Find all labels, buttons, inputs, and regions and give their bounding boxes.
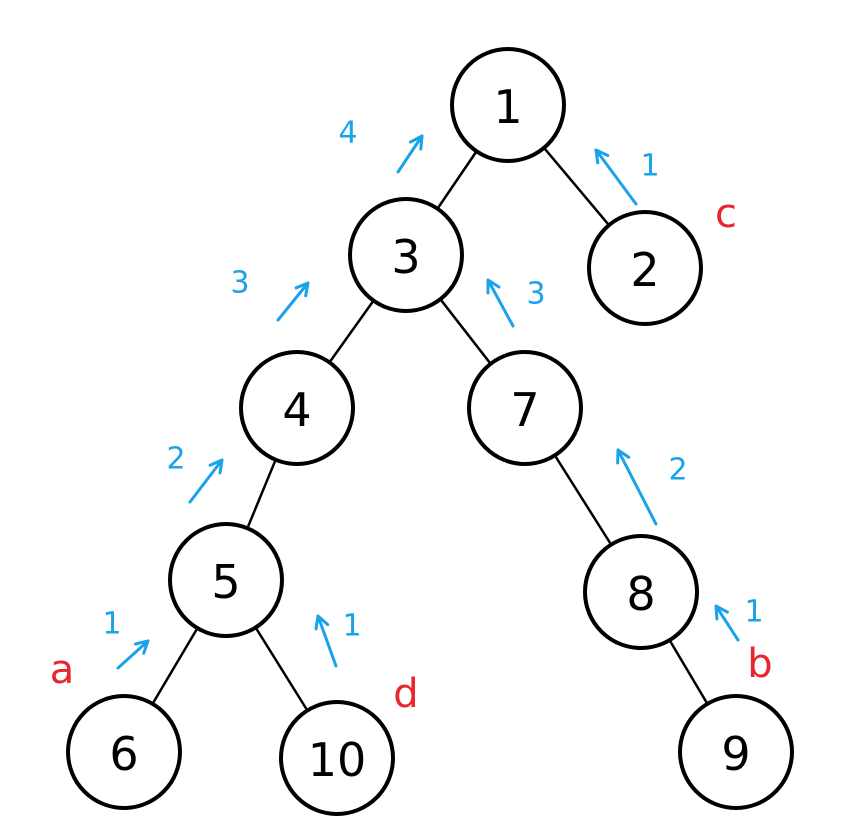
node-circle: [168, 522, 284, 638]
tree-node-8: 8: [583, 534, 699, 650]
edge-n1-n2: [540, 143, 613, 230]
up-arrow-icon: [314, 614, 338, 668]
up-arrow-icon: [714, 604, 740, 642]
edge-weight-value: 3: [526, 277, 545, 312]
up-arrow-icon: [276, 281, 310, 322]
edge-weight-value: 4: [338, 116, 357, 151]
edge-weight-n5-n4: 2: [166, 442, 224, 504]
node-label: 6: [109, 727, 138, 781]
tree-node-1: 1: [450, 47, 566, 163]
edge-weight-annotations: 4 1 3 3 2 2 1 1 1: [102, 116, 764, 670]
tree-node-5: 5: [168, 522, 284, 638]
up-arrow-icon: [116, 639, 150, 670]
edge-weight-n7-n3: 3: [486, 277, 546, 328]
node-circle: [587, 210, 703, 326]
edge-weight-n3-n1: 4: [338, 116, 424, 174]
leaf-label-c: c: [715, 191, 737, 237]
edge-weight-n4-n3: 3: [230, 266, 310, 322]
edge-n5-n10: [252, 622, 311, 716]
edge-n3-n7: [436, 294, 495, 369]
node-circle: [279, 700, 395, 816]
tree-node-9: 9: [678, 694, 794, 810]
node-label: 5: [211, 555, 240, 609]
edge-n1-n3: [433, 146, 481, 214]
edge-weight-value: 3: [230, 266, 249, 301]
node-circle: [239, 350, 355, 466]
edge-weight-value: 2: [166, 442, 185, 477]
edges: [149, 143, 711, 716]
node-label: 7: [510, 383, 539, 437]
edge-n4-n5: [244, 454, 279, 534]
edge-weight-value: 1: [102, 607, 121, 642]
edge-weight-n6-n5: 1: [102, 607, 150, 670]
tree-node-3: 3: [348, 197, 464, 313]
edge-weight-value: 1: [744, 595, 763, 630]
tree-node-4: 4: [239, 350, 355, 466]
tree-node-10: 10: [279, 700, 395, 816]
edge-weight-n2-n1: 1: [594, 148, 660, 206]
up-arrow-icon: [396, 134, 424, 174]
node-circle: [583, 534, 699, 650]
tree-node-6: 6: [66, 694, 182, 810]
leaf-label-d: d: [393, 671, 418, 717]
node-circle: [66, 694, 182, 810]
node-label: 4: [282, 383, 311, 437]
edge-weight-value: 1: [342, 609, 361, 644]
node-label: 3: [391, 230, 420, 284]
node-label: 9: [721, 727, 750, 781]
node-circle: [450, 47, 566, 163]
leaf-labels: a b c d: [50, 191, 773, 717]
tree-node-2: 2: [587, 210, 703, 326]
node-label: 10: [308, 733, 367, 787]
tree-node-7: 7: [467, 350, 583, 466]
up-arrow-icon: [594, 148, 638, 206]
leaf-label-a: a: [50, 647, 75, 693]
up-arrow-icon: [616, 448, 658, 526]
node-circle: [348, 197, 464, 313]
up-arrow-icon: [188, 458, 224, 504]
edge-n8-n9: [666, 635, 711, 709]
node-label: 2: [630, 243, 659, 297]
node-circle: [467, 350, 583, 466]
edge-weight-value: 1: [640, 149, 659, 184]
edge-weight-value: 2: [668, 453, 687, 488]
edge-n7-n8: [551, 450, 615, 550]
leaf-label-b: b: [747, 641, 772, 687]
up-arrow-icon: [486, 278, 515, 328]
node-circle: [678, 694, 794, 810]
node-label: 8: [626, 567, 655, 621]
edge-weight-n8-n7: 2: [616, 448, 688, 526]
edge-n3-n4: [325, 296, 378, 367]
edge-weight-n9-n8: 1: [714, 595, 764, 642]
nodes: 1 3 2 4 7 5 8 6 10 9: [66, 47, 794, 816]
edge-weight-n10-n5: 1: [314, 609, 362, 668]
node-label: 1: [493, 80, 522, 134]
edge-n5-n6: [149, 623, 201, 709]
